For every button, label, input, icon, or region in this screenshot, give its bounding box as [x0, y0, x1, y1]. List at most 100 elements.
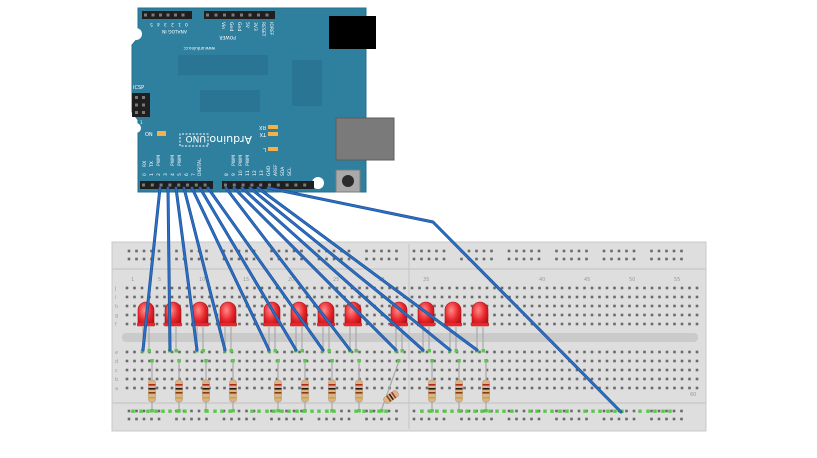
breadboard-hole[interactable]	[440, 377, 444, 381]
breadboard-hole[interactable]	[418, 286, 421, 290]
breadboard-hole[interactable]	[260, 386, 264, 390]
breadboard-hole[interactable]	[665, 322, 669, 326]
breadboard-hole[interactable]	[605, 359, 609, 363]
rail-hole[interactable]	[625, 417, 628, 421]
rail-hole[interactable]	[157, 409, 161, 413]
breadboard-hole[interactable]	[650, 359, 654, 363]
breadboard-hole[interactable]	[613, 386, 616, 390]
rail-hole[interactable]	[530, 249, 533, 253]
breadboard-hole[interactable]	[455, 377, 459, 381]
breadboard-hole[interactable]	[538, 304, 541, 308]
breadboard-hole[interactable]	[275, 286, 279, 290]
breadboard-hole[interactable]	[523, 386, 526, 390]
breadboard-hole[interactable]	[305, 377, 309, 381]
breadboard-hole[interactable]	[193, 350, 196, 354]
rail-hole[interactable]	[602, 249, 606, 253]
breadboard-hole[interactable]	[650, 313, 654, 317]
breadboard-hole[interactable]	[658, 377, 661, 381]
breadboard-hole[interactable]	[553, 286, 556, 290]
breadboard-hole[interactable]	[508, 313, 511, 317]
breadboard-hole[interactable]	[643, 304, 646, 308]
breadboard-hole[interactable]	[688, 304, 691, 308]
breadboard-hole[interactable]	[253, 368, 256, 372]
breadboard-hole[interactable]	[163, 359, 166, 363]
breadboard-hole[interactable]	[598, 368, 601, 372]
breadboard-hole[interactable]	[620, 304, 624, 308]
rail-hole[interactable]	[625, 249, 628, 253]
rail-hole[interactable]	[442, 257, 446, 261]
breadboard-hole[interactable]	[283, 359, 286, 363]
breadboard-hole[interactable]	[650, 350, 654, 354]
breadboard-hole[interactable]	[470, 350, 474, 354]
breadboard-hole[interactable]	[523, 368, 526, 372]
breadboard-hole[interactable]	[598, 386, 601, 390]
resistor[interactable]	[428, 359, 436, 413]
breadboard-hole[interactable]	[200, 286, 204, 290]
led[interactable]	[344, 301, 362, 327]
breadboard-hole[interactable]	[253, 350, 256, 354]
breadboard-hole[interactable]	[688, 322, 691, 326]
rail-hole[interactable]	[475, 257, 478, 261]
breadboard-hole[interactable]	[500, 359, 504, 363]
breadboard-hole[interactable]	[313, 350, 316, 354]
header-pin[interactable]	[174, 13, 177, 17]
breadboard-hole[interactable]	[583, 350, 586, 354]
breadboard-hole[interactable]	[223, 295, 226, 299]
breadboard-hole[interactable]	[478, 386, 481, 390]
breadboard-hole[interactable]	[305, 295, 309, 299]
rail-hole[interactable]	[555, 409, 558, 413]
breadboard-hole[interactable]	[463, 322, 466, 326]
breadboard-hole[interactable]	[560, 359, 564, 363]
breadboard-hole[interactable]	[463, 295, 466, 299]
header-pin[interactable]	[159, 13, 162, 17]
breadboard-hole[interactable]	[485, 350, 489, 354]
breadboard-hole[interactable]	[155, 386, 159, 390]
breadboard-hole[interactable]	[313, 377, 316, 381]
breadboard-hole[interactable]	[695, 377, 699, 381]
breadboard-hole[interactable]	[560, 304, 564, 308]
breadboard-hole[interactable]	[395, 368, 399, 372]
breadboard-hole[interactable]	[695, 313, 699, 317]
rail-hole[interactable]	[347, 409, 351, 413]
breadboard-hole[interactable]	[658, 368, 661, 372]
breadboard-hole[interactable]	[665, 350, 669, 354]
rail-hole[interactable]	[317, 257, 321, 261]
breadboard-hole[interactable]	[253, 386, 256, 390]
breadboard-hole[interactable]	[478, 295, 481, 299]
header-pin[interactable]	[250, 183, 254, 187]
rail-hole[interactable]	[602, 409, 606, 413]
breadboard-hole[interactable]	[433, 368, 436, 372]
breadboard-hole[interactable]	[688, 386, 691, 390]
breadboard-hole[interactable]	[665, 286, 669, 290]
breadboard-hole[interactable]	[493, 386, 496, 390]
breadboard-hole[interactable]	[673, 359, 676, 363]
breadboard-hole[interactable]	[545, 313, 549, 317]
rail-hole[interactable]	[482, 417, 486, 421]
breadboard-hole[interactable]	[155, 322, 159, 326]
breadboard-hole[interactable]	[463, 386, 466, 390]
rail-hole[interactable]	[395, 409, 398, 413]
wire[interactable]	[175, 187, 198, 351]
breadboard-hole[interactable]	[140, 359, 144, 363]
rail-hole[interactable]	[230, 257, 233, 261]
rail-hole[interactable]	[672, 417, 676, 421]
rail-hole[interactable]	[222, 249, 226, 253]
breadboard-hole[interactable]	[613, 322, 616, 326]
breadboard-hole[interactable]	[493, 304, 496, 308]
rail-hole[interactable]	[127, 249, 131, 253]
rail-hole[interactable]	[300, 417, 303, 421]
rail-hole[interactable]	[222, 417, 226, 421]
breadboard-hole[interactable]	[553, 313, 556, 317]
header-pin[interactable]	[168, 183, 172, 187]
wire[interactable]	[142, 187, 161, 351]
breadboard-hole[interactable]	[253, 313, 256, 317]
breadboard-hole[interactable]	[418, 368, 421, 372]
breadboard-hole[interactable]	[515, 377, 519, 381]
breadboard-hole[interactable]	[560, 386, 564, 390]
breadboard-hole[interactable]	[650, 304, 654, 308]
breadboard-hole[interactable]	[140, 386, 144, 390]
rail-hole[interactable]	[205, 257, 208, 261]
breadboard-hole[interactable]	[650, 368, 654, 372]
breadboard-hole[interactable]	[635, 359, 639, 363]
breadboard-hole[interactable]	[613, 350, 616, 354]
